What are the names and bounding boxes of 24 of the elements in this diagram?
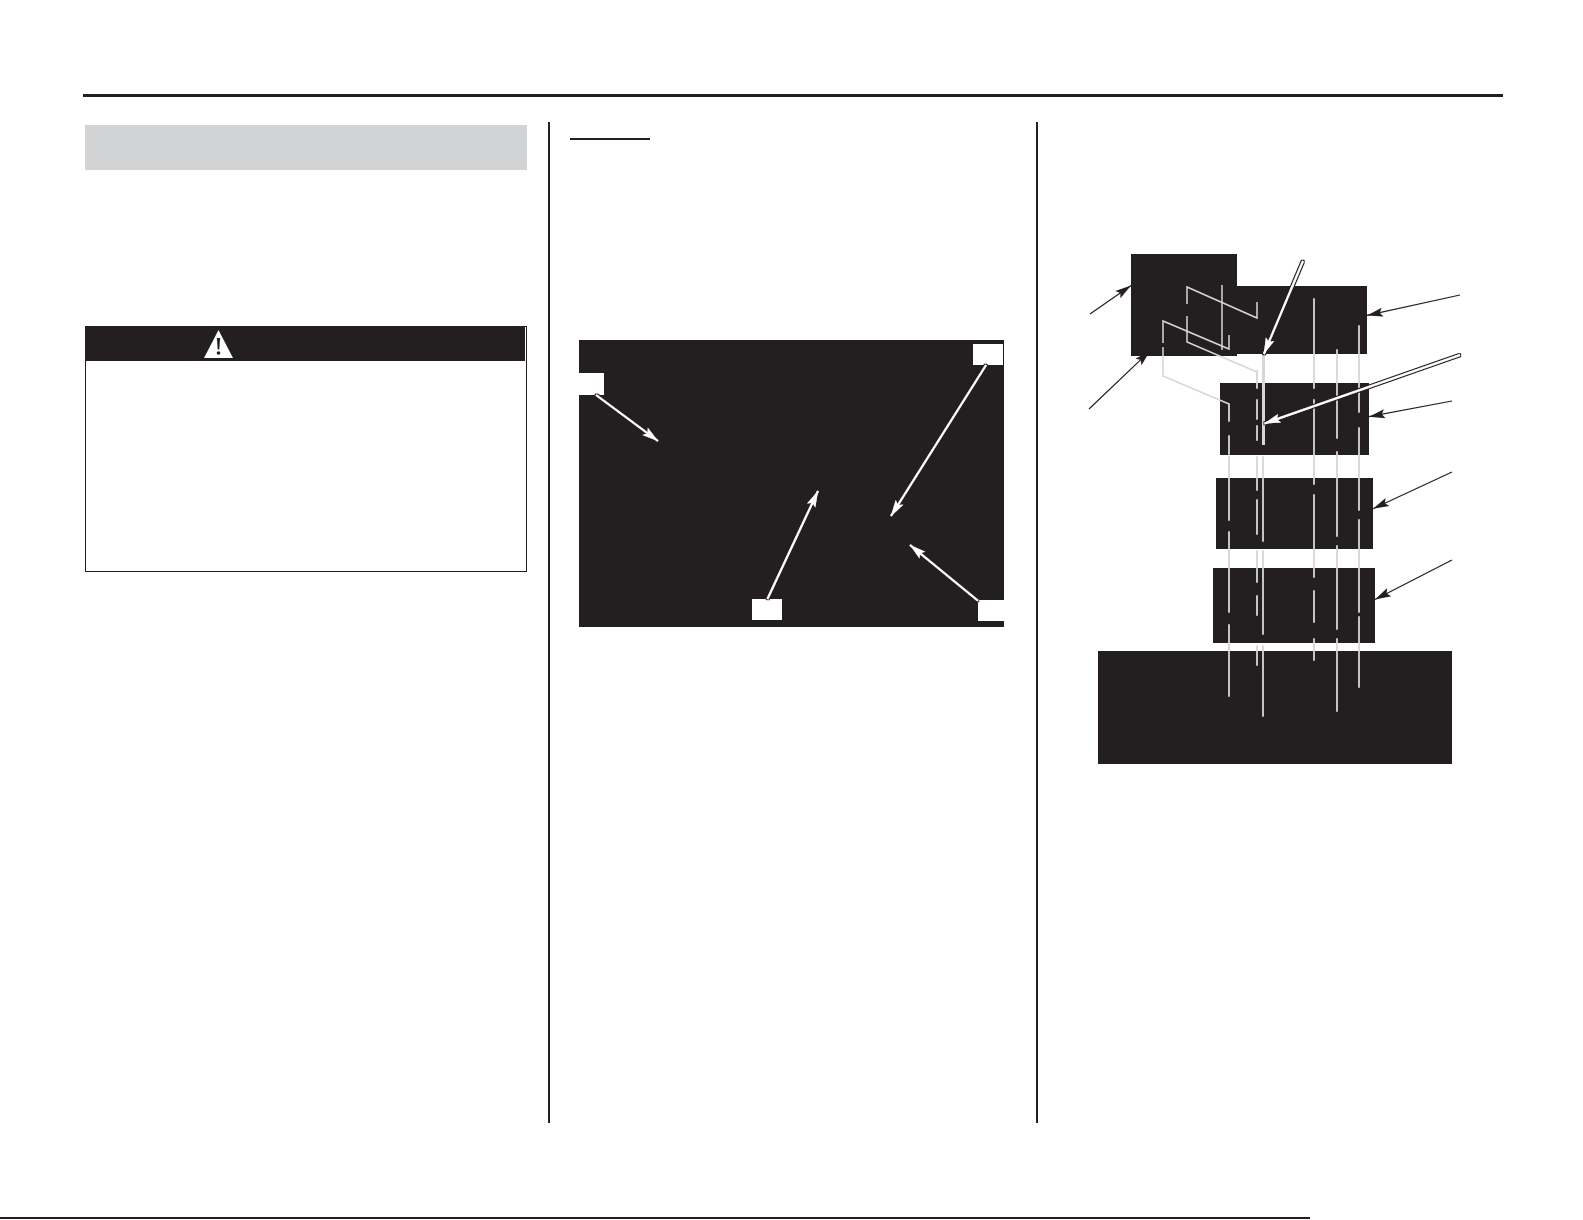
housing-block bbox=[1131, 254, 1237, 356]
warning-box bbox=[85, 326, 527, 572]
heading-band bbox=[85, 125, 527, 170]
leader-arrow bbox=[1089, 284, 1132, 315]
leader-arrow bbox=[595, 394, 659, 442]
leader-arrow bbox=[890, 364, 988, 517]
leader-arrow bbox=[1372, 471, 1453, 510]
photo-placeholder bbox=[579, 340, 1004, 627]
leader-arrow bbox=[1368, 400, 1453, 419]
leader-arrow bbox=[1374, 559, 1453, 600]
base-block bbox=[1098, 651, 1452, 764]
leader-arrow bbox=[766, 490, 819, 600]
plate-block bbox=[1237, 286, 1367, 354]
leader-arrow bbox=[909, 544, 979, 602]
callout-box bbox=[973, 344, 1003, 365]
callout-box bbox=[579, 373, 604, 395]
warning-header-bar bbox=[86, 327, 525, 361]
plate-block bbox=[1220, 383, 1369, 455]
callout-box bbox=[978, 600, 1004, 621]
bolt bbox=[1262, 354, 1265, 445]
leader-arrow bbox=[1366, 294, 1461, 317]
plate-block bbox=[1216, 478, 1373, 549]
callout-box bbox=[752, 599, 782, 620]
plate-block bbox=[1213, 568, 1375, 643]
